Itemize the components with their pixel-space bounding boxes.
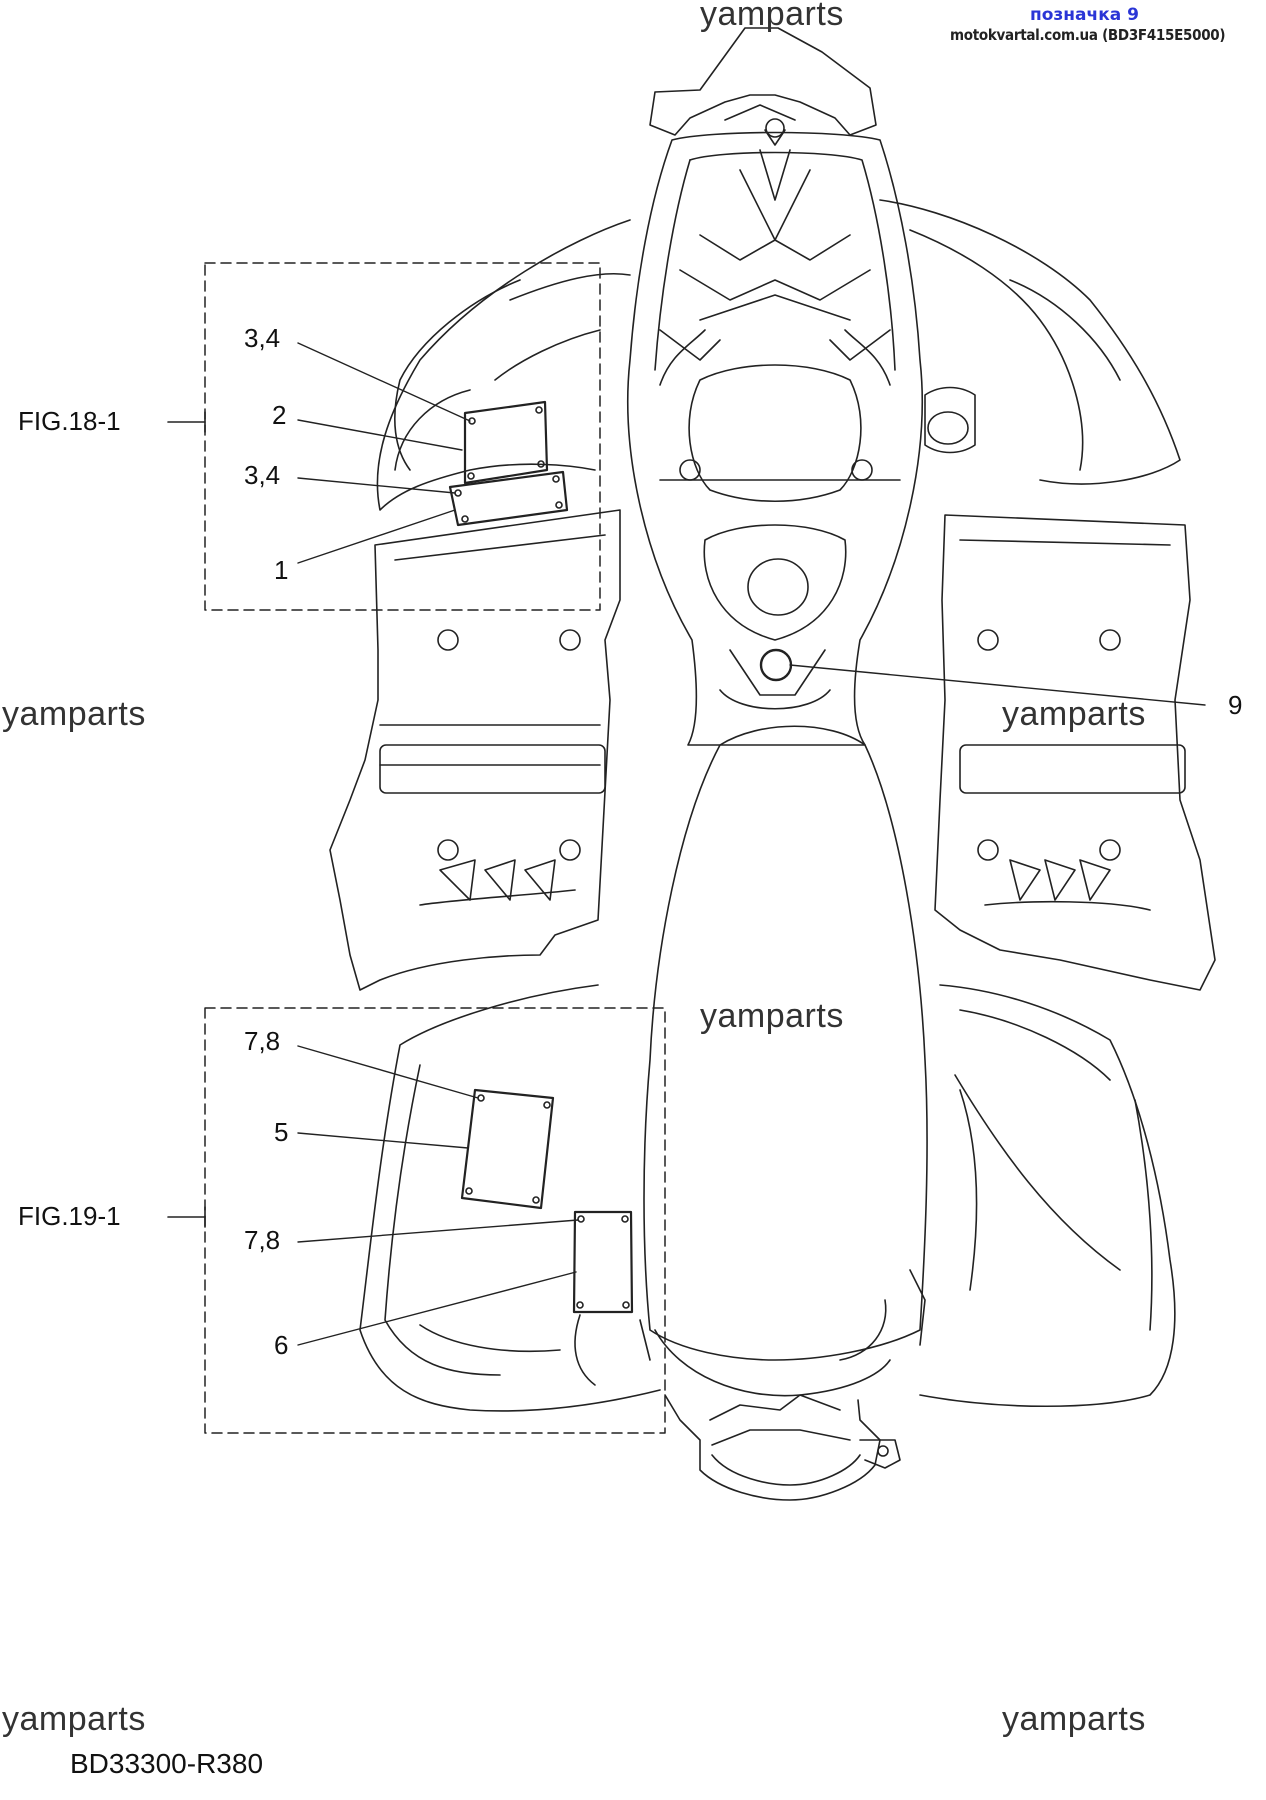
right-footwell [934,514,1216,991]
drawing-code: BD33300-R380 [70,1748,264,1779]
callout-9: 9 [1228,690,1243,720]
decal-part-1 [448,470,569,527]
right-front-fender [879,199,1181,485]
body-center [627,131,923,746]
fig19-dashed-box [204,1007,666,1434]
fig-19-1-label: FIG.19-1 [18,1201,121,1231]
seat [643,725,928,1361]
watermark-center: yamparts [700,997,844,1035]
callout-1: 1 [274,555,289,585]
rear-body [359,984,1176,1412]
left-front-fender [376,219,631,511]
watermark-bottom-left: yamparts [2,1700,146,1738]
callout-2: 2 [272,400,287,430]
fig18-dashed-box [204,262,601,611]
decal-part-2 [463,400,549,485]
front-nose [649,27,877,146]
callout-5: 5 [274,1117,289,1147]
watermark-bottom-right: yamparts [1002,1700,1146,1738]
marker-link[interactable]: позначка 9 [1030,5,1139,25]
watermark-mid-left: yamparts [2,695,146,733]
callout-7-8-upper: 7,8 [244,1026,281,1056]
left-footwell [329,509,621,991]
callout-6: 6 [274,1330,289,1360]
watermark-top: yamparts [700,0,844,33]
decal-part-5 [460,1088,555,1210]
callout-3-4-upper: 3,4 [244,323,281,353]
leader-lines [297,342,1206,1346]
fig-ref-ticks [167,411,206,1228]
callout-7-8-lower: 7,8 [244,1225,281,1255]
watermark-mid-right: yamparts [1002,695,1146,733]
fig-18-1-label: FIG.18-1 [18,406,121,436]
decal-part-6 [572,1210,634,1314]
callout-3-4-lower: 3,4 [244,460,281,490]
source-caption: motokvartal.com.ua (BD3F415E5000) [950,26,1226,44]
rear-tail [664,1394,901,1501]
